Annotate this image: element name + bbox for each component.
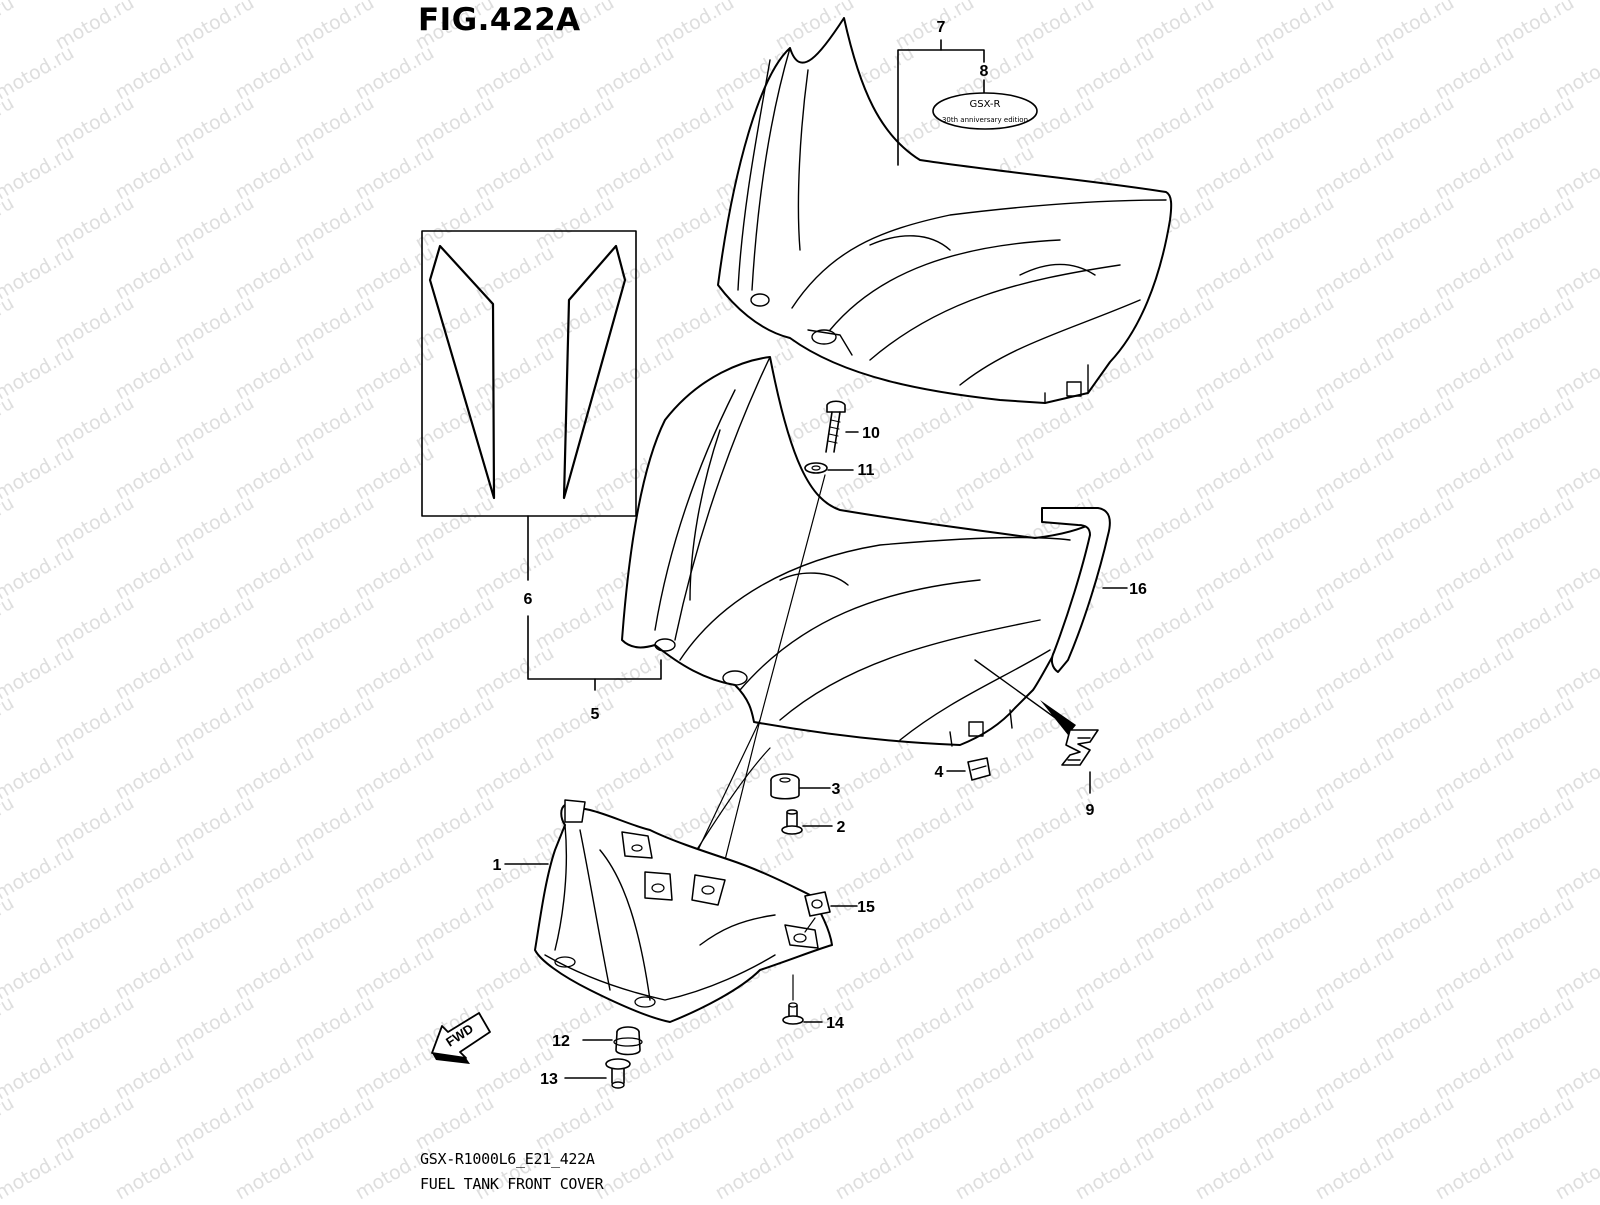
callout-1: 1	[493, 857, 502, 874]
watermark-text: motod.ru	[0, 192, 18, 255]
watermark-text: motod.ru	[1552, 1042, 1600, 1105]
callout-9: 9	[1086, 802, 1095, 819]
watermark-text: motod.ru	[1552, 742, 1600, 805]
watermark-text: motod.ru	[0, 792, 18, 855]
decal-badge-line2: 30th anniversary edition	[942, 116, 1028, 124]
screw-14	[783, 1003, 803, 1024]
watermark-text: motod.ru	[0, 742, 78, 805]
watermark-text: motod.ru	[0, 42, 78, 105]
watermark-text: motod.ru	[0, 242, 78, 305]
watermark-text: motod.ru	[0, 992, 18, 1055]
watermark-text: motod.ru	[0, 842, 78, 905]
watermark-text: motod.ru	[232, 1142, 318, 1200]
model-code: GSX-R1000L6_E21_422A	[420, 1150, 595, 1168]
callout-12: 12	[552, 1033, 570, 1050]
nut-15	[805, 892, 830, 916]
watermark-text: motod.ru	[1192, 1142, 1278, 1200]
watermark-text: motod.ru	[1552, 42, 1600, 105]
watermark-text: motod.ru	[1552, 142, 1600, 205]
callout-5: 5	[591, 706, 600, 723]
tank-emblem	[1062, 730, 1098, 765]
watermark-text: motod.ru	[1312, 1142, 1398, 1200]
watermark-text: motod.ru	[0, 92, 18, 155]
watermark-text: motod.ru	[832, 1142, 918, 1200]
watermark-text: motod.ru	[0, 1142, 78, 1200]
watermark-text: motod.ru	[0, 592, 18, 655]
watermark-text: motod.ru	[592, 1142, 678, 1200]
watermark-text: motod.ru	[0, 542, 78, 605]
clip-nut-4	[968, 758, 990, 780]
watermark-text: motod.ru	[0, 442, 78, 505]
callout-16: 16	[1129, 581, 1147, 598]
watermark-text: motod.ru	[0, 392, 18, 455]
watermark-text: motod.ru	[1552, 842, 1600, 905]
watermark-text: motod.ru	[952, 1142, 1038, 1200]
callout-14: 14	[826, 1015, 844, 1032]
watermark-text: motod.ru	[0, 892, 18, 955]
figure-title: FIG.422A	[418, 2, 581, 38]
watermark-text: motod.ru	[1552, 1142, 1600, 1200]
callout-8: 8	[980, 63, 989, 80]
watermark-text: motod.ru	[1432, 1142, 1518, 1200]
watermark-text: motod.ru	[1072, 1142, 1158, 1200]
watermark-text: motod.ru	[0, 692, 18, 755]
watermark-text: motod.ru	[0, 642, 78, 705]
watermark-text: motod.ru	[1552, 442, 1600, 505]
callout-15: 15	[857, 899, 875, 916]
watermark-text: motod.ru	[112, 1142, 198, 1200]
decal-badge-line1: GSX-R	[969, 99, 1000, 110]
callout-6: 6	[524, 591, 533, 608]
watermark-text: motod.ru	[1552, 542, 1600, 605]
watermark-text: motod.ru	[1552, 342, 1600, 405]
figure-name: FUEL TANK FRONT COVER	[420, 1175, 603, 1193]
watermark-text: motod.ru	[0, 942, 78, 1005]
watermark-text: motod.ru	[1552, 942, 1600, 1005]
callout-10: 10	[862, 425, 880, 442]
callout-7: 7	[937, 19, 946, 36]
tank-cover-lower	[622, 357, 1095, 746]
watermark-text: motod.ru	[0, 1042, 78, 1105]
grommet-3	[771, 774, 799, 799]
callout-11: 11	[858, 462, 875, 479]
watermark-text: motod.ru	[1552, 242, 1600, 305]
watermark-text: motod.ru	[0, 1092, 18, 1155]
watermark-text: motod.ru	[712, 1142, 798, 1200]
watermark-text: motod.ru	[0, 292, 18, 355]
callout-3: 3	[832, 781, 841, 798]
watermark-text: motod.ru	[0, 492, 18, 555]
callout-13: 13	[540, 1071, 558, 1088]
washer-11	[805, 463, 827, 473]
watermark-text: motod.ru	[1552, 642, 1600, 705]
watermark-text: motod.ru	[0, 0, 18, 54]
callout-4: 4	[935, 764, 944, 781]
watermark-text: motod.ru	[0, 142, 78, 205]
grommet-12	[614, 1027, 642, 1055]
watermark-text: motod.ru	[0, 342, 78, 405]
callout-2: 2	[837, 819, 846, 836]
